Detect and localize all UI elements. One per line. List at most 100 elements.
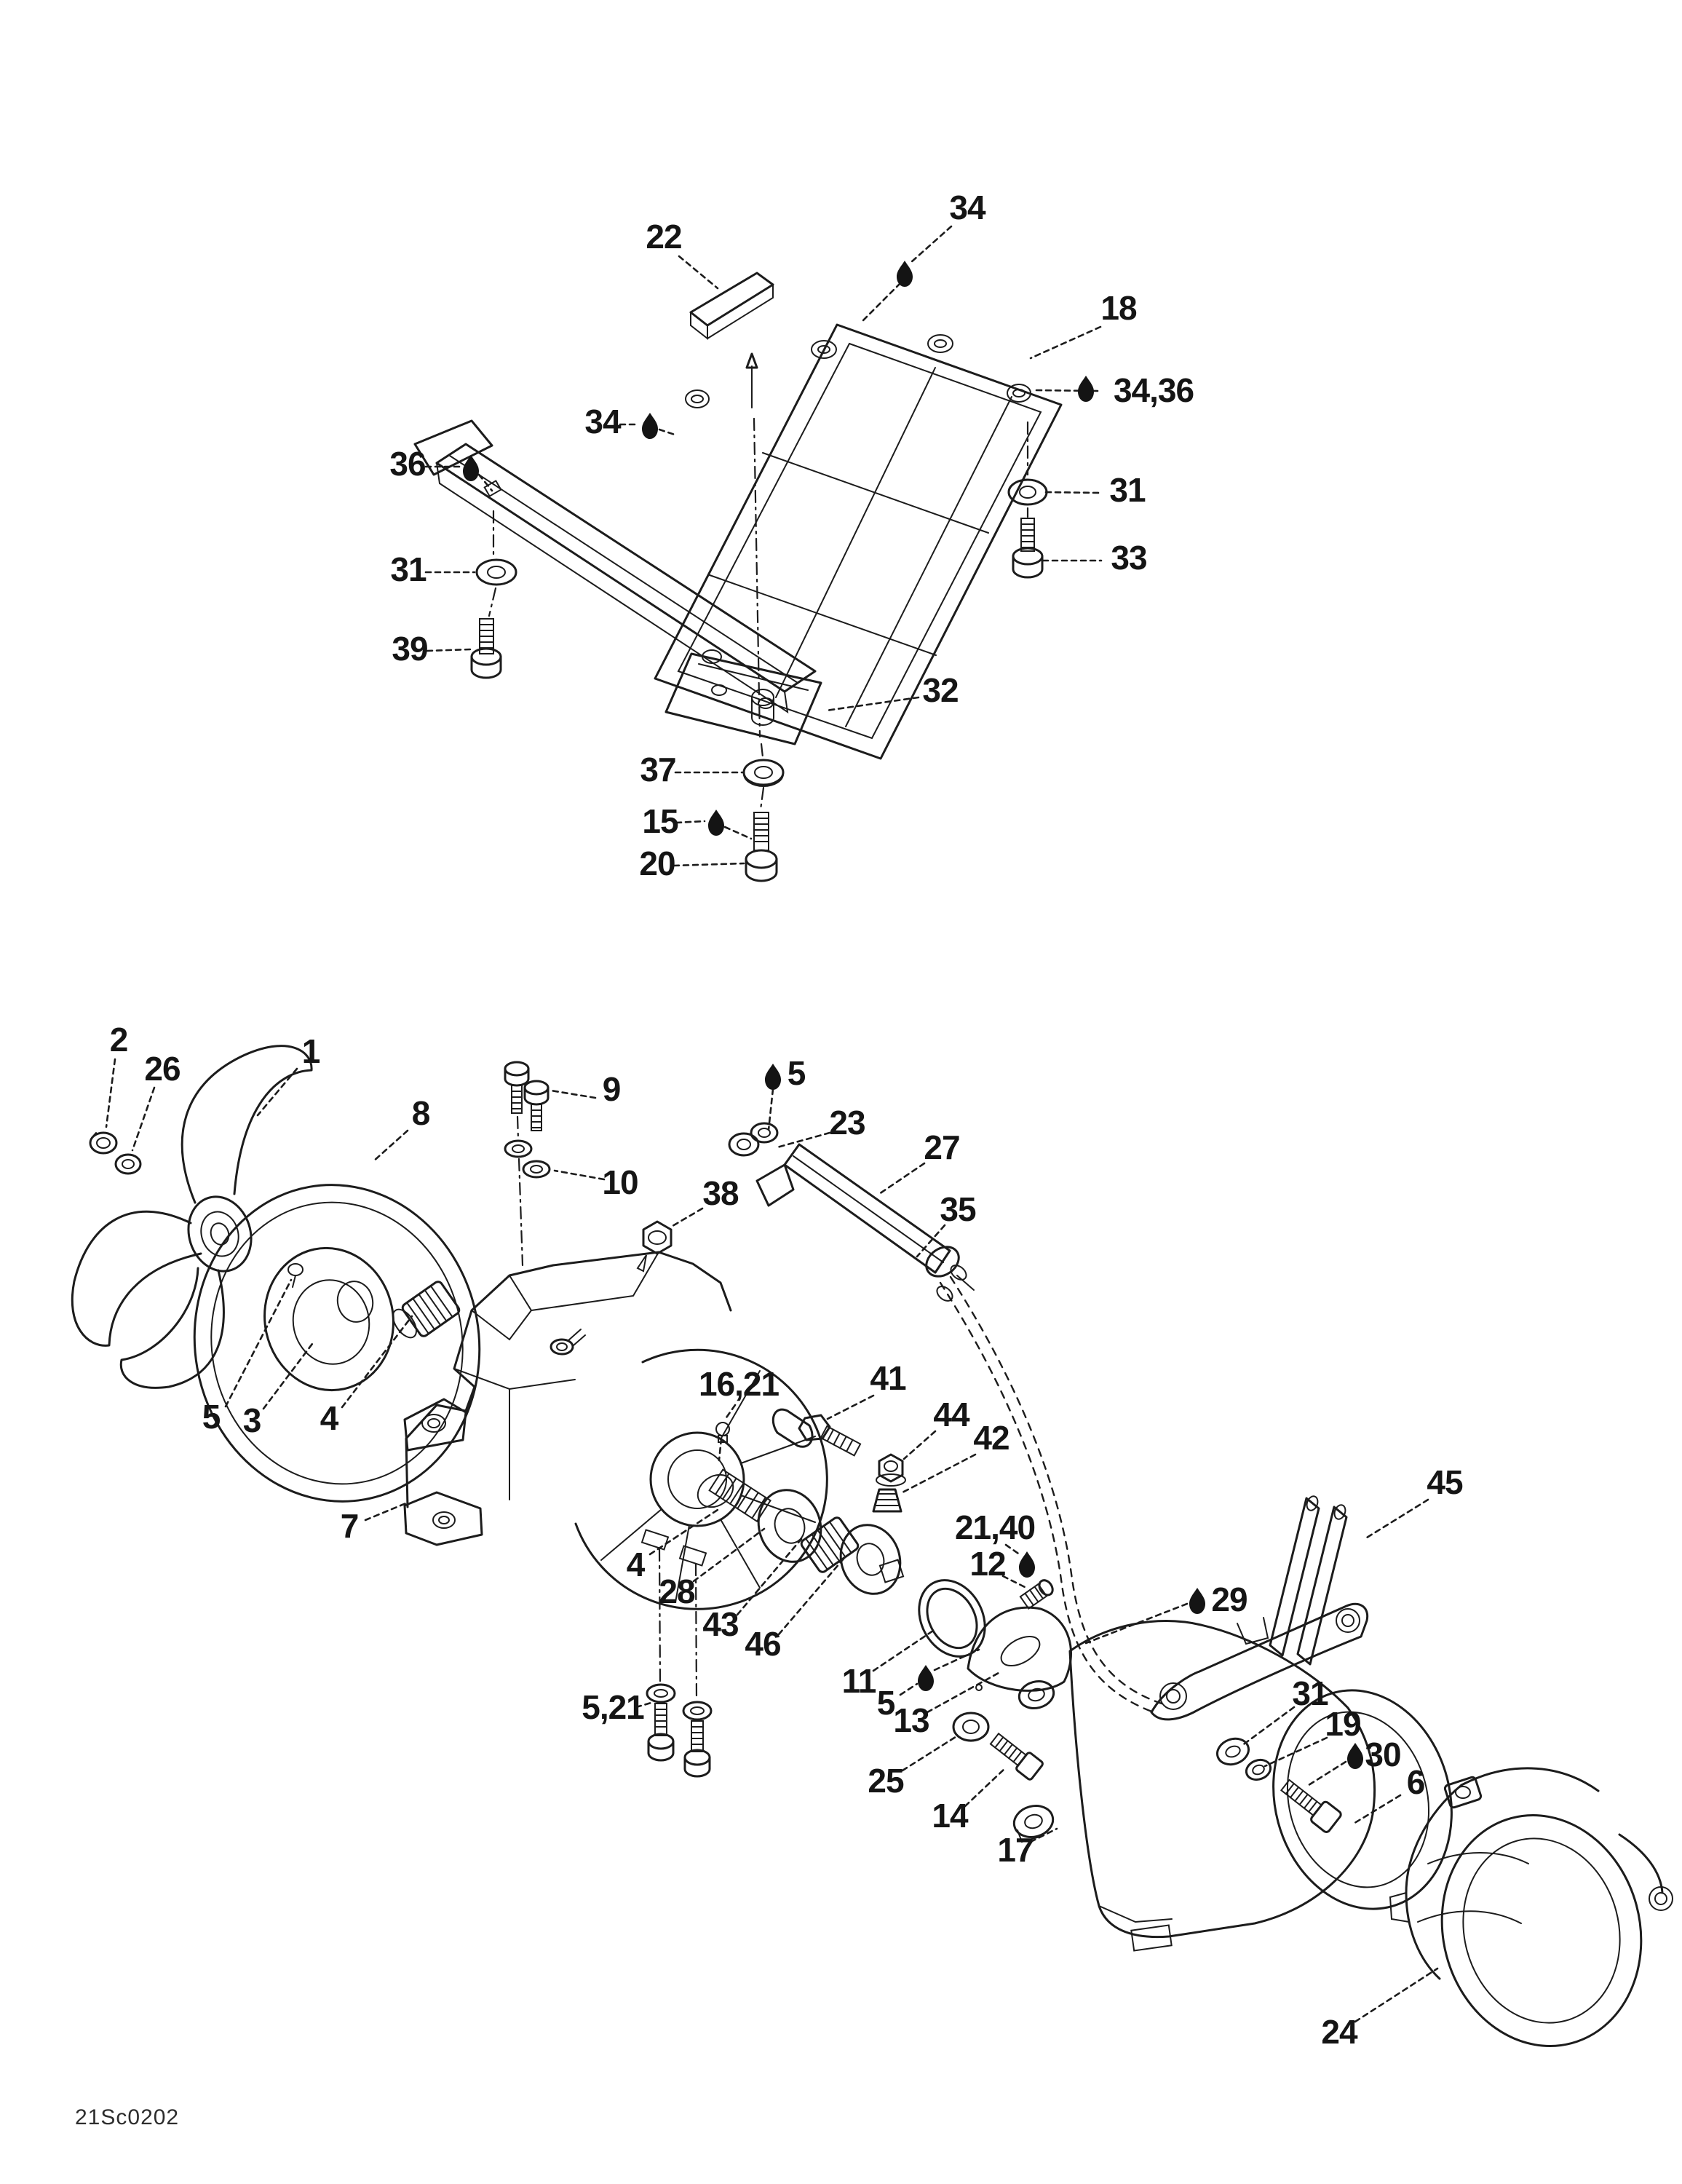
leader-line bbox=[256, 1067, 298, 1117]
leader-line bbox=[1029, 325, 1102, 360]
sealant-drop-icon bbox=[1189, 1588, 1205, 1614]
part-number-label: 45 bbox=[1427, 1463, 1463, 1501]
leader-line bbox=[1240, 1706, 1296, 1747]
leader-line bbox=[723, 826, 753, 840]
part-number-label: 36 bbox=[389, 445, 425, 483]
part-number-label: 29 bbox=[1211, 1580, 1247, 1618]
callout-34-36: 34,36 bbox=[1035, 371, 1194, 409]
part-number-label: 31 bbox=[1292, 1674, 1328, 1712]
trim-cylinder-27 bbox=[728, 1122, 975, 1302]
hanging-bolts-5-21 bbox=[646, 1548, 713, 1778]
leader-line bbox=[635, 1701, 655, 1709]
leader-line bbox=[105, 1058, 116, 1128]
screw-5-cover bbox=[287, 1263, 304, 1288]
part-number-label: 23 bbox=[829, 1104, 865, 1142]
impeller-cover-8 bbox=[193, 1184, 481, 1503]
leader-line bbox=[826, 1394, 875, 1420]
callout-2: 2 bbox=[105, 1021, 128, 1128]
callout-42: 42 bbox=[901, 1419, 1010, 1494]
part-number-label: 12 bbox=[969, 1545, 1005, 1583]
leader-line bbox=[1001, 1575, 1026, 1588]
callout-15: 15 bbox=[642, 802, 753, 840]
part-number-label: 13 bbox=[893, 1701, 929, 1739]
callout-26: 26 bbox=[131, 1050, 181, 1152]
callout-5: 5 bbox=[877, 1648, 980, 1722]
part-number-label: 9 bbox=[603, 1070, 621, 1108]
callout-25: 25 bbox=[868, 1734, 959, 1800]
sealant-drop-icon bbox=[708, 810, 724, 836]
sealant-drop-icon bbox=[1347, 1743, 1363, 1769]
trim-hose bbox=[939, 1275, 1163, 1714]
callout-33: 33 bbox=[1042, 539, 1148, 577]
callout-4: 4 bbox=[320, 1315, 413, 1437]
part-number-label: 5,21 bbox=[582, 1688, 644, 1726]
nut-44 bbox=[876, 1453, 906, 1487]
support-bar-32 bbox=[413, 419, 822, 745]
callout-34: 34 bbox=[584, 403, 678, 440]
leader-line bbox=[1084, 1602, 1189, 1645]
part-number-label: 14 bbox=[932, 1797, 969, 1835]
sealant-drop-icon bbox=[918, 1665, 934, 1691]
part-number-label: 5 bbox=[788, 1054, 806, 1092]
callout-37: 37 bbox=[640, 751, 744, 788]
leader-line bbox=[926, 1671, 1000, 1714]
leader-line bbox=[1365, 1498, 1429, 1539]
drive-spline-4-front bbox=[392, 1281, 461, 1339]
callout-31: 31 bbox=[390, 550, 476, 588]
part-number-label: 2 bbox=[110, 1021, 128, 1059]
callout-44: 44 bbox=[903, 1396, 971, 1460]
leader-line bbox=[131, 1086, 156, 1152]
callout-24: 24 bbox=[1321, 1967, 1439, 2051]
part-number-label: 41 bbox=[870, 1359, 906, 1397]
callout-18: 18 bbox=[1029, 289, 1138, 360]
part-number-label: 15 bbox=[642, 802, 678, 840]
callout-1: 1 bbox=[256, 1032, 321, 1117]
part-number-label: 26 bbox=[144, 1050, 180, 1088]
washers-10 bbox=[504, 1115, 551, 1267]
callout-23: 23 bbox=[776, 1104, 866, 1149]
part-number-label: 34 bbox=[584, 403, 622, 440]
leader-line bbox=[899, 1682, 919, 1696]
callout-5: 5 bbox=[202, 1278, 293, 1436]
part-number-label: 44 bbox=[933, 1396, 970, 1433]
part-number-label: 10 bbox=[602, 1163, 638, 1201]
washer-43 bbox=[757, 1489, 822, 1563]
sealant-drop-icon bbox=[765, 1064, 781, 1090]
part-number-label: 19 bbox=[1325, 1705, 1360, 1743]
leader-line bbox=[678, 255, 719, 290]
part-number-label: 34 bbox=[949, 189, 986, 226]
callout-14: 14 bbox=[932, 1766, 1007, 1835]
part-number-label: 5 bbox=[877, 1684, 895, 1722]
callout-12: 12 bbox=[969, 1545, 1026, 1588]
leader-line bbox=[964, 1766, 1007, 1808]
part-number-label: 42 bbox=[973, 1419, 1009, 1457]
callout-31: 31 bbox=[1240, 1674, 1329, 1747]
leader-line bbox=[426, 648, 472, 652]
part-number-label: 43 bbox=[702, 1605, 738, 1643]
part-number-label: 6 bbox=[1407, 1763, 1425, 1801]
leader-line bbox=[933, 1648, 980, 1671]
part-number-label: 8 bbox=[412, 1094, 430, 1132]
steering-rods-45 bbox=[1269, 1495, 1348, 1666]
bolt-6 bbox=[1280, 1779, 1342, 1833]
callout-27: 27 bbox=[878, 1128, 961, 1195]
sealant-drop-icon bbox=[642, 413, 658, 439]
leader-line bbox=[658, 428, 678, 437]
leader-line bbox=[364, 1501, 409, 1522]
part-number-label: 25 bbox=[868, 1762, 904, 1800]
callout-45: 45 bbox=[1365, 1463, 1464, 1539]
rubber-pad-22 bbox=[689, 272, 774, 341]
part-number-label: 21,40 bbox=[955, 1508, 1035, 1546]
callout-13: 13 bbox=[893, 1671, 1000, 1739]
sealant-drop-icon bbox=[1019, 1551, 1035, 1578]
part-number-label: 35 bbox=[940, 1190, 976, 1228]
callout-16-21: 16,21 bbox=[699, 1365, 779, 1462]
washer-31-left bbox=[475, 510, 517, 617]
leader-line bbox=[692, 1527, 766, 1583]
part-number-label: 31 bbox=[390, 550, 427, 588]
leader-line bbox=[1354, 1967, 1439, 2023]
callout-22: 22 bbox=[646, 218, 719, 290]
part-number-label: 38 bbox=[702, 1174, 739, 1212]
